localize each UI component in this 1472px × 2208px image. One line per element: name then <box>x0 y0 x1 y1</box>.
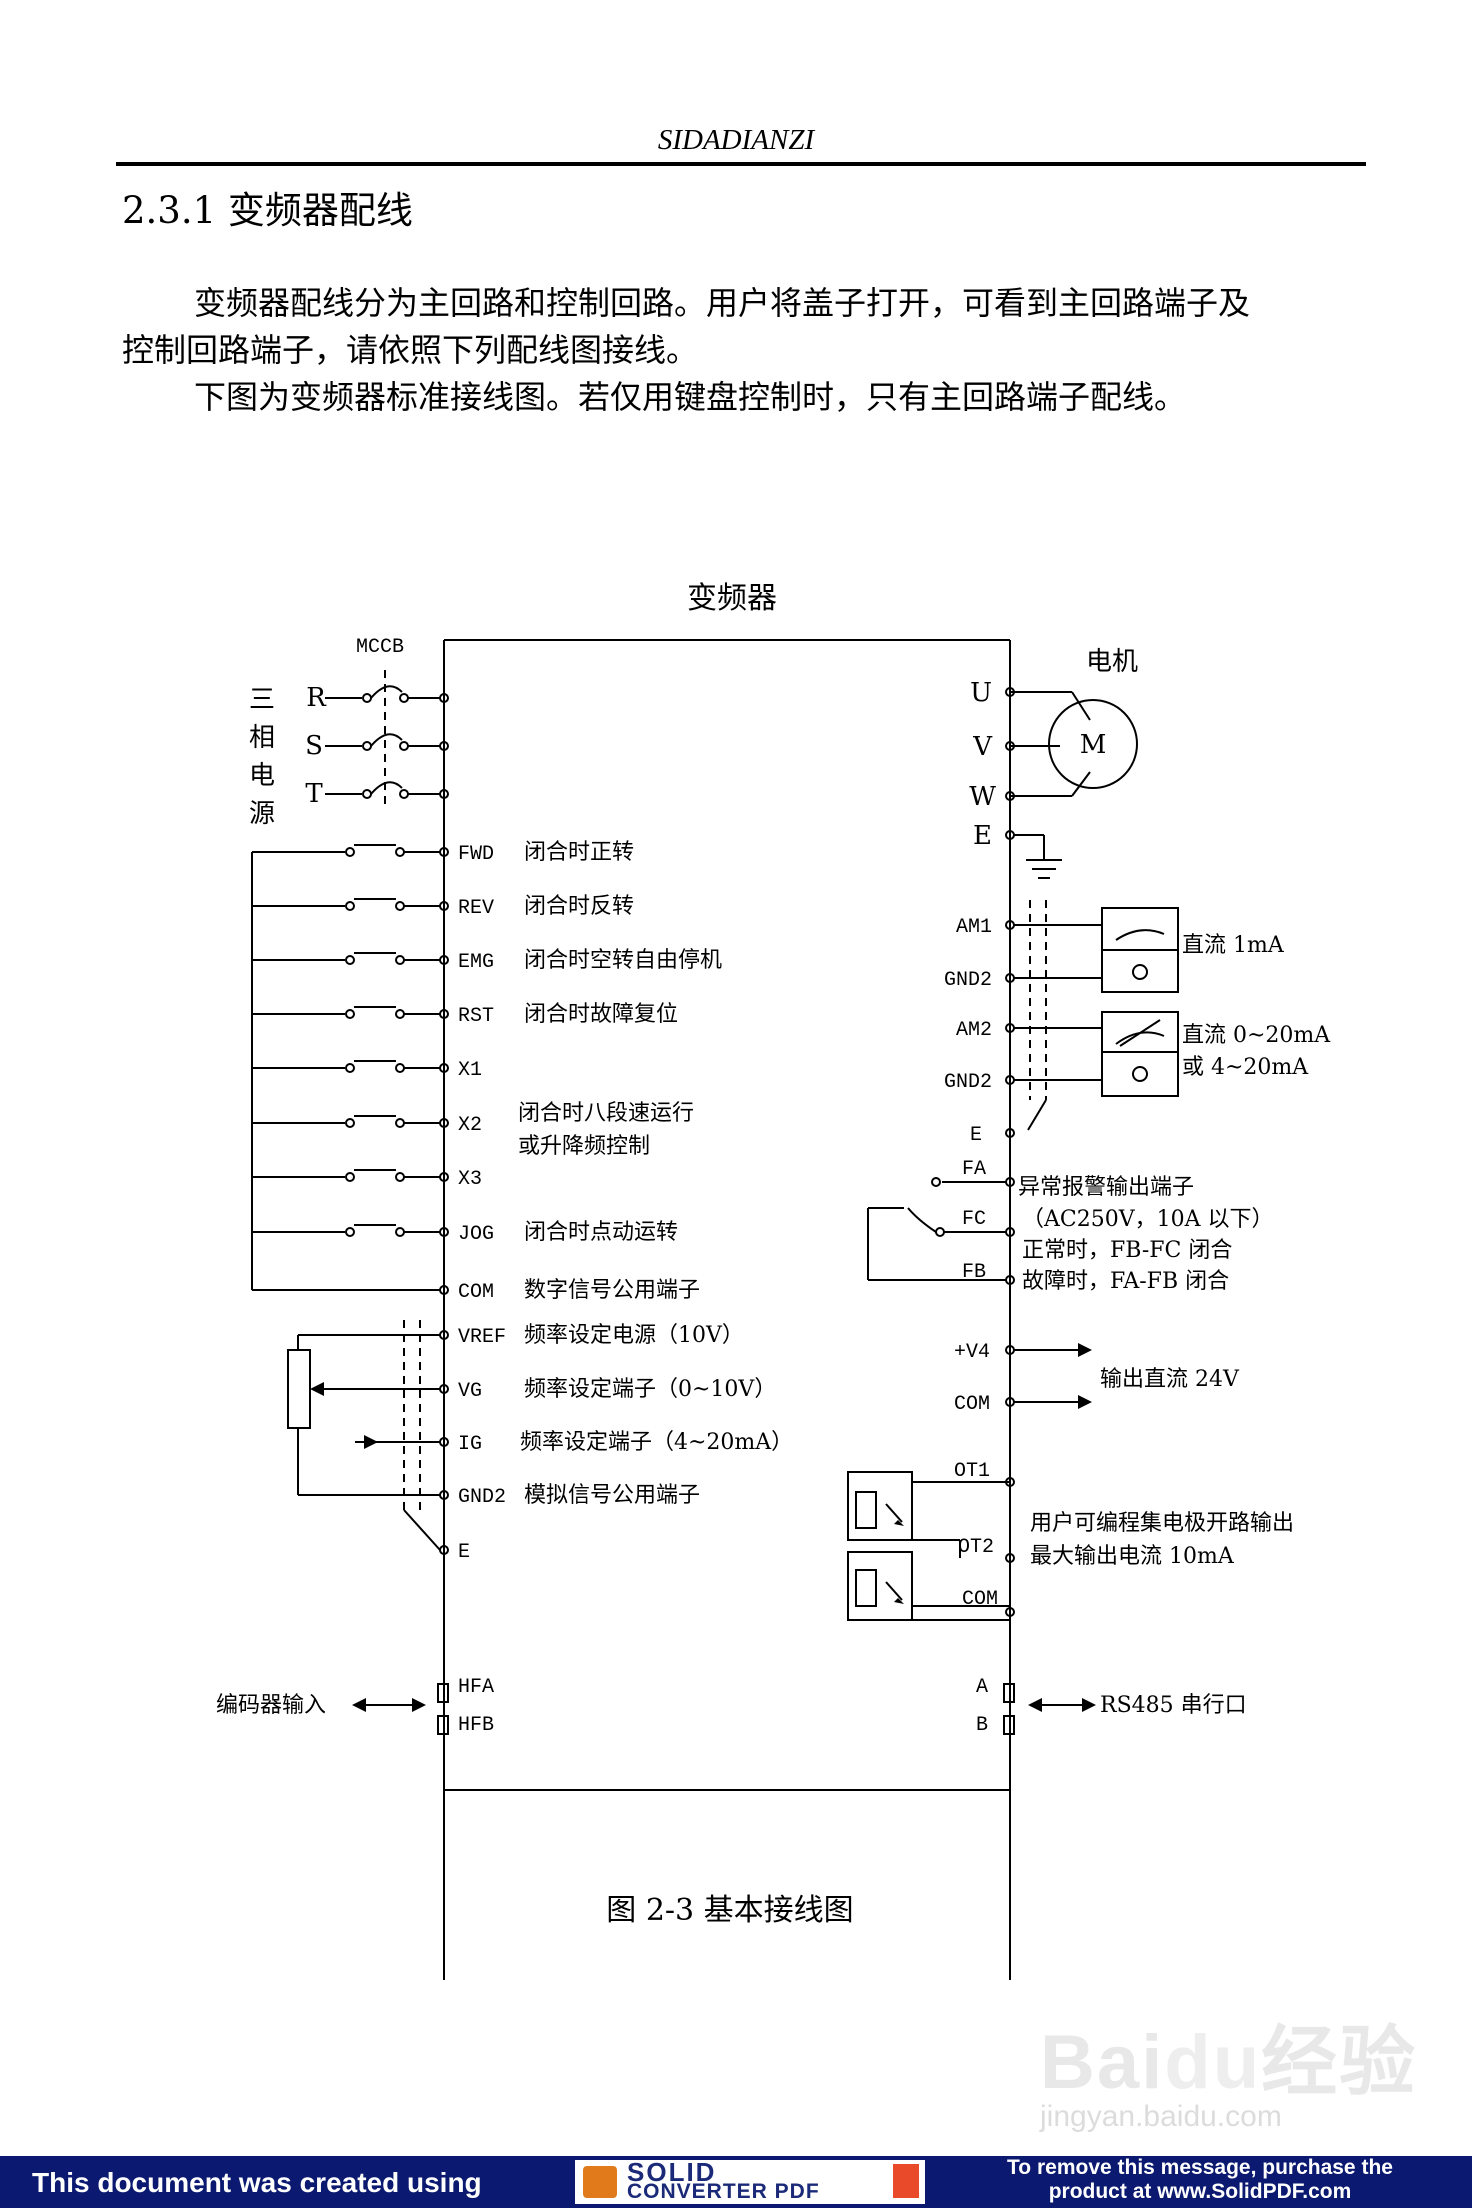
desc-jog: 闭合时点动运转 <box>524 1220 678 1245</box>
alarm-label-2: （AC250V，10A 以下） <box>1022 1207 1273 1232</box>
power-label-2: 相 <box>249 723 275 753</box>
terminal-e-right: E <box>970 1124 982 1147</box>
terminal-fc: FC <box>962 1208 986 1231</box>
phase-s: S <box>305 731 323 761</box>
dc24-label: 输出直流 24V <box>1100 1367 1240 1392</box>
terminal-hfb: HFB <box>458 1714 494 1737</box>
footer-left-text: This document was created using <box>32 2167 482 2198</box>
terminal-x1: X1 <box>458 1059 482 1082</box>
watermark-logo: Baidu经验 <box>1040 2020 1418 2105</box>
terminal-w: W <box>969 782 996 812</box>
terminal-gnd2-r1: GND2 <box>944 969 992 992</box>
section-title: 2.3.1 变频器配线 <box>122 189 413 232</box>
terminal-ot2: OT2 <box>958 1536 994 1559</box>
pdf-icon <box>893 2164 919 2198</box>
terminal-com-r2: COM <box>962 1588 998 1611</box>
terminal-ot1: OT1 <box>954 1460 990 1483</box>
rs485-label: RS485 串行口 <box>1100 1693 1247 1718</box>
terminal-fa: FA <box>962 1158 986 1181</box>
motor-symbol: M <box>1080 730 1107 760</box>
terminal-vg: VG <box>458 1380 482 1403</box>
alarm-label-1: 异常报警输出端子 <box>1018 1175 1194 1200</box>
terminal-emg: EMG <box>458 951 494 974</box>
desc-gnd2: 模拟信号公用端子 <box>524 1483 700 1508</box>
terminal-v: V <box>972 732 993 762</box>
terminal-rev: REV <box>458 897 494 920</box>
paragraph-1: 变频器配线分为主回路和控制回路。用户将盖子打开，可看到主回路端子及 <box>194 284 1251 322</box>
alarm-label-3: 正常时，FB-FC 闭合 <box>1022 1238 1232 1263</box>
terminal-b: B <box>976 1714 988 1737</box>
paragraph-1-cont: 控制回路端子，请依照下列配线图接线。 <box>122 331 699 369</box>
terminal-am2: AM2 <box>956 1019 992 1042</box>
terminal-vref: VREF <box>458 1326 506 1349</box>
terminal-x2: X2 <box>458 1114 482 1137</box>
desc-rst: 闭合时故障复位 <box>524 1002 678 1027</box>
converter-icon <box>583 2166 617 2198</box>
footer-right-text[interactable]: To remove this message, purchase the pro… <box>930 2156 1470 2204</box>
alarm-label-4: 故障时，FA-FB 闭合 <box>1022 1269 1229 1294</box>
desc-emg: 闭合时空转自由停机 <box>524 948 722 973</box>
terminal-v4: +V4 <box>954 1341 990 1364</box>
meter2-label-1: 直流 0~20mA <box>1182 1023 1331 1048</box>
terminal-x3: X3 <box>458 1168 482 1191</box>
paragraph-2: 下图为变频器标准接线图。若仅用键盘控制时，只有主回路端子配线。 <box>194 378 1187 416</box>
footer-banner[interactable]: This document was created using SOLID CO… <box>0 2156 1472 2208</box>
terminal-u: U <box>970 678 992 708</box>
power-label-1: 三 <box>249 685 275 715</box>
footer-right-line-2: product at www.SolidPDF.com <box>1048 2180 1352 2203</box>
terminal-fwd: FWD <box>458 843 494 866</box>
diagram-title: 变频器 <box>687 581 777 616</box>
terminal-ig: IG <box>458 1433 482 1456</box>
watermark-url: jingyan.baidu.com <box>1040 2100 1282 2133</box>
terminal-e-left: E <box>458 1541 470 1564</box>
terminal-rst: RST <box>458 1005 494 1028</box>
terminal-am1: AM1 <box>956 916 992 939</box>
desc-vg: 频率设定端子（0~10V） <box>524 1377 776 1402</box>
meter2-label-2: 或 4~20mA <box>1182 1055 1309 1080</box>
footer-right-line-1: To remove this message, purchase the <box>1007 2156 1393 2179</box>
desc-ig: 频率设定端子（4~20mA） <box>520 1430 793 1455</box>
terminal-hfa: HFA <box>458 1676 494 1699</box>
terminal-e-motor: E <box>973 821 992 851</box>
phase-r: R <box>306 683 327 713</box>
terminal-com-r1: COM <box>954 1393 990 1416</box>
power-label-3: 电 <box>249 761 275 791</box>
desc-com: 数字信号公用端子 <box>524 1278 700 1303</box>
desc-vref: 频率设定电源（10V） <box>524 1323 744 1348</box>
oc-label-1: 用户可编程集电极开路输出 <box>1030 1511 1294 1536</box>
terminal-fb: FB <box>962 1261 986 1284</box>
terminal-gnd2-r2: GND2 <box>944 1071 992 1094</box>
terminal-jog: JOG <box>458 1223 494 1246</box>
power-label-4: 源 <box>249 799 275 829</box>
terminal-gnd2: GND2 <box>458 1486 506 1509</box>
running-header: SIDADIANZI <box>657 124 815 156</box>
header-rule <box>116 162 1366 166</box>
desc-x2-line2: 或升降频控制 <box>518 1134 650 1159</box>
terminal-a: A <box>976 1676 988 1699</box>
desc-fwd: 闭合时正转 <box>524 840 634 865</box>
oc-label-2: 最大输出电流 10mA <box>1030 1544 1235 1569</box>
solid-converter-logo[interactable]: SOLID CONVERTER PDF <box>575 2157 925 2204</box>
motor-title: 电机 <box>1086 647 1138 677</box>
figure-caption: 图 2-3 基本接线图 <box>606 1893 853 1928</box>
logo-line-2: CONVERTER PDF <box>627 2180 820 2203</box>
mccb-label: MCCB <box>356 636 404 659</box>
wiring-diagram: 变频器 MCCB 三 相 电 源 R S T FWD REV EMG RST X… <box>216 581 1331 1980</box>
phase-t: T <box>305 779 323 809</box>
meter1-label: 直流 1mA <box>1182 933 1285 958</box>
encoder-label: 编码器输入 <box>216 1693 326 1718</box>
desc-rev: 闭合时反转 <box>524 894 634 919</box>
terminal-com: COM <box>458 1281 494 1304</box>
logo-line-1: SOLID <box>627 2157 717 2187</box>
desc-x2-line1: 闭合时八段速运行 <box>518 1101 694 1126</box>
